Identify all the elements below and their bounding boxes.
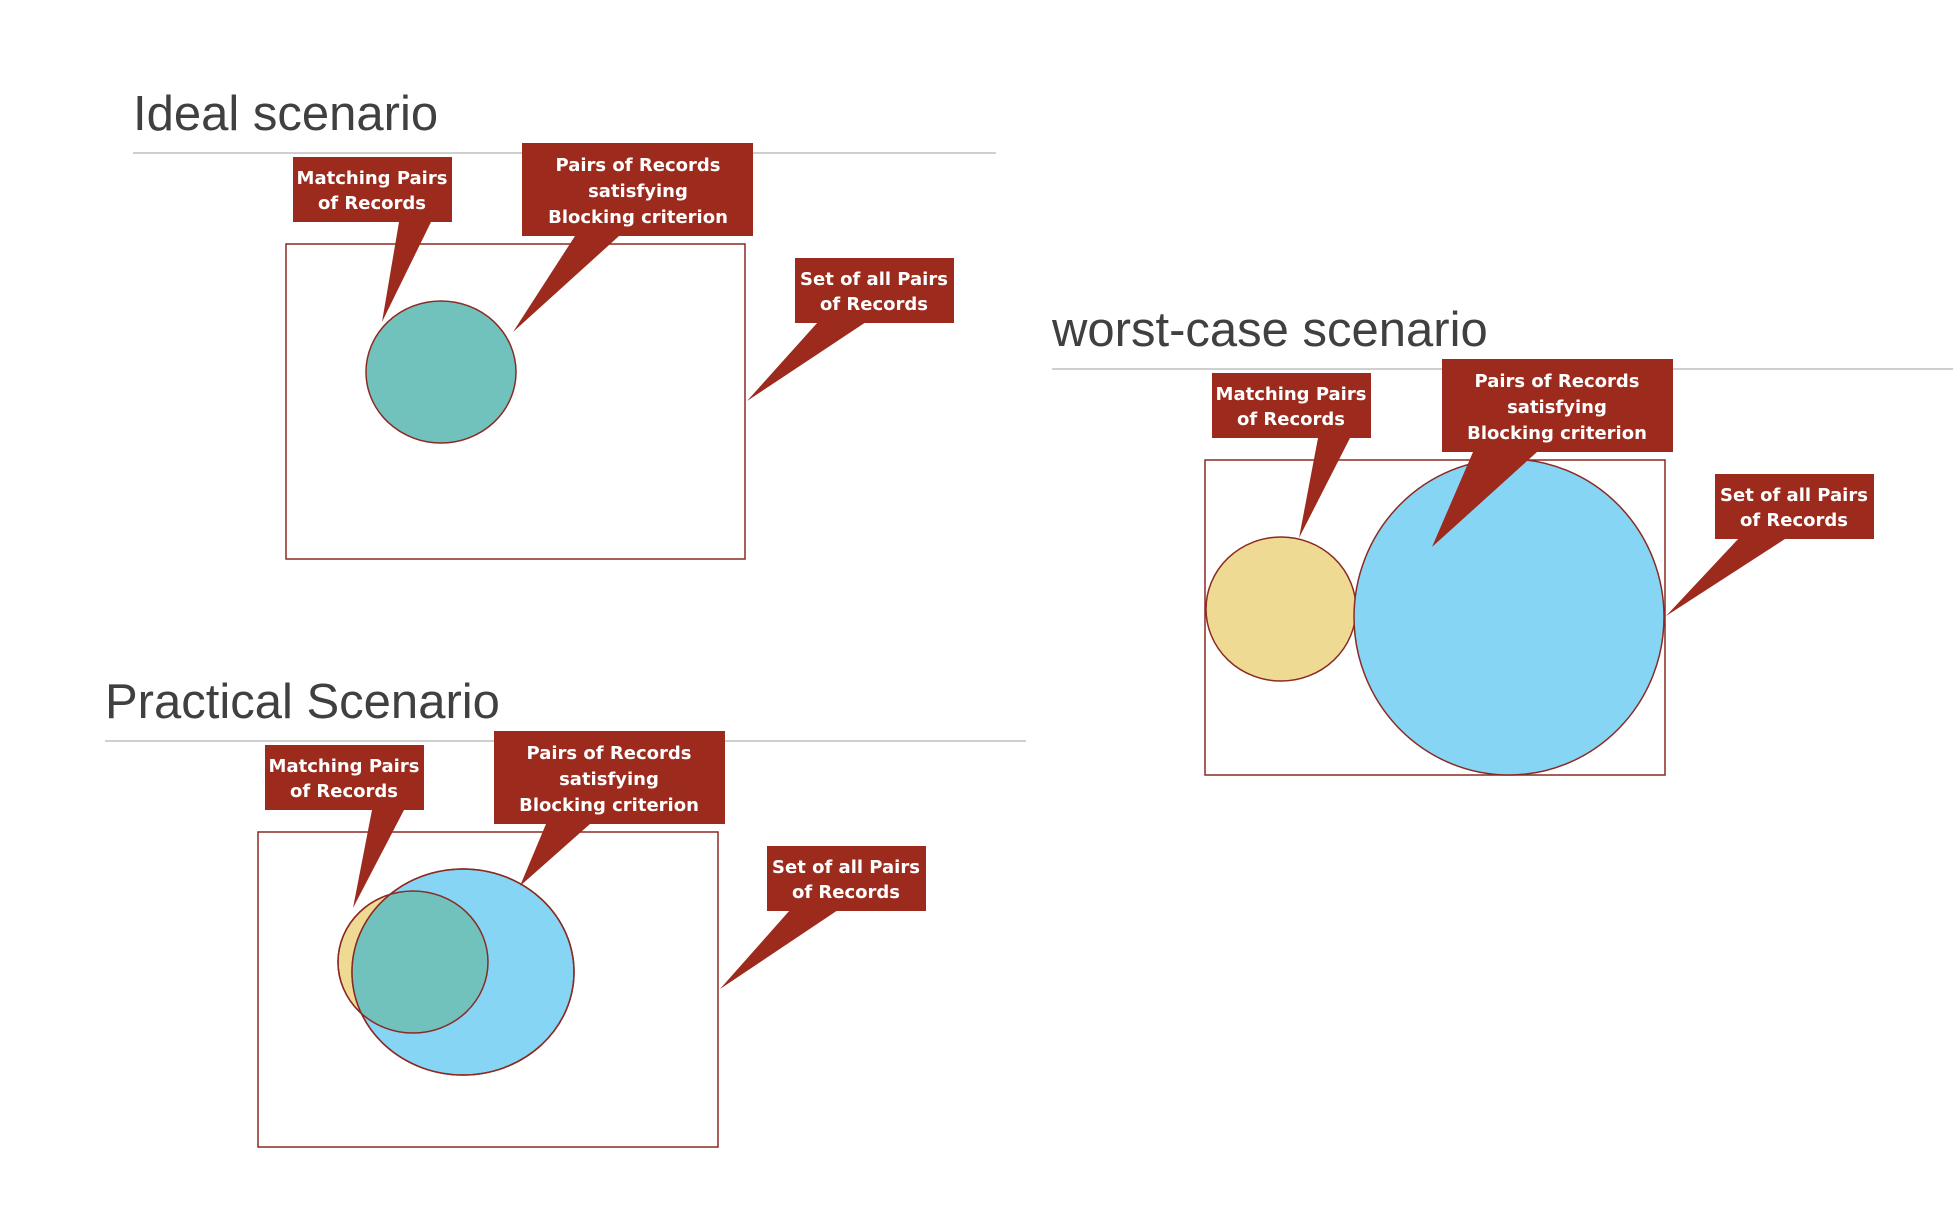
practical-matching-label-line1: Matching Pairs: [269, 756, 420, 777]
practical-blocking-callout: Pairs of Records satisfying Blocking cri…: [494, 731, 725, 886]
ideal-universe-callout: Set of all Pairs of Records: [747, 258, 954, 401]
worst-case-blocking-pointer: [1432, 452, 1537, 547]
worst-case-matching-label-line1: Matching Pairs: [1216, 384, 1367, 405]
ideal-scenario-title: Ideal scenario: [133, 87, 438, 141]
practical-matching-label-line2: of Records: [290, 781, 398, 802]
ideal-matching-pointer: [382, 222, 431, 322]
worst-case-matching-label-line2: of Records: [1237, 409, 1345, 430]
worst-case-universe-label-line2: of Records: [1740, 510, 1848, 531]
ideal-matching-label-box: [293, 157, 452, 222]
ideal-blocking-label-line3: Blocking criterion: [548, 207, 728, 228]
practical-matching-pointer: [353, 810, 404, 908]
ideal-blocking-pointer: [513, 236, 619, 332]
practical-matching-label-box: [265, 745, 424, 810]
practical-blocking-label-box: [494, 731, 725, 824]
ideal-universe-label-box: [795, 258, 954, 323]
ideal-universe-label-line1: Set of all Pairs: [800, 269, 948, 290]
worst-case-matching-pointer: [1299, 438, 1350, 538]
practical-blocking-outline: [351, 868, 575, 1076]
ideal-universe-label-line2: of Records: [820, 294, 928, 315]
practical-matching-callout: Matching Pairs of Records: [265, 745, 424, 908]
ideal-matching-callout: Matching Pairs of Records: [293, 157, 452, 322]
worst-case-blocking-label-line2: satisfying: [1507, 397, 1607, 418]
worst-case-matching-label-box: [1212, 373, 1371, 438]
worst-case-scenario: worst-case scenario Matching Pairs of Re…: [1051, 303, 1953, 776]
worst-case-matching-circle: [1205, 536, 1357, 682]
worst-case-matching-callout: Matching Pairs of Records: [1212, 373, 1371, 538]
practical-blocking-label-line2: satisfying: [559, 769, 659, 790]
ideal-blocking-label-box: [522, 143, 753, 236]
ideal-universe-pointer: [747, 322, 866, 401]
worst-case-blocking-label-box: [1442, 359, 1673, 452]
worst-case-universe-callout: Set of all Pairs of Records: [1666, 474, 1874, 616]
worst-case-blocking-label-line3: Blocking criterion: [1467, 423, 1647, 444]
ideal-blocking-label-line2: satisfying: [588, 181, 688, 202]
practical-universe-label-line1: Set of all Pairs: [772, 857, 920, 878]
practical-scenario: Practical Scenario Matching Pairs of Rec…: [105, 675, 1026, 1148]
practical-universe-label-line2: of Records: [792, 882, 900, 903]
worst-case-scenario-title: worst-case scenario: [1051, 303, 1488, 357]
ideal-blocking-label-line1: Pairs of Records: [556, 155, 721, 176]
ideal-blocking-callout: Pairs of Records satisfying Blocking cri…: [513, 143, 753, 332]
practical-blocking-label-line1: Pairs of Records: [527, 743, 692, 764]
ideal-scenario: Ideal scenario Matching Pairs of Records…: [133, 87, 996, 560]
worst-case-blocking-circle: [1353, 458, 1665, 776]
worst-case-blocking-label-line1: Pairs of Records: [1475, 371, 1640, 392]
worst-case-universe-pointer: [1666, 537, 1788, 616]
practical-universe-label-box: [767, 846, 926, 911]
worst-case-blocking-callout: Pairs of Records satisfying Blocking cri…: [1432, 359, 1673, 547]
worst-case-universe-label-line1: Set of all Pairs: [1720, 485, 1868, 506]
ideal-overlap-circle: [365, 300, 517, 444]
ideal-matching-label-line1: Matching Pairs: [297, 168, 448, 189]
practical-universe-callout: Set of all Pairs of Records: [720, 846, 926, 989]
practical-overlap-region: [352, 891, 488, 1033]
practical-scenario-title: Practical Scenario: [105, 675, 500, 729]
ideal-matching-label-line2: of Records: [318, 193, 426, 214]
practical-universe-pointer: [720, 910, 838, 989]
practical-blocking-pointer: [520, 824, 590, 886]
ideal-universe-box: [285, 243, 746, 560]
practical-blocking-label-line3: Blocking criterion: [519, 795, 699, 816]
practical-matching-outline: [337, 890, 489, 1034]
worst-case-universe-label-box: [1715, 474, 1874, 539]
